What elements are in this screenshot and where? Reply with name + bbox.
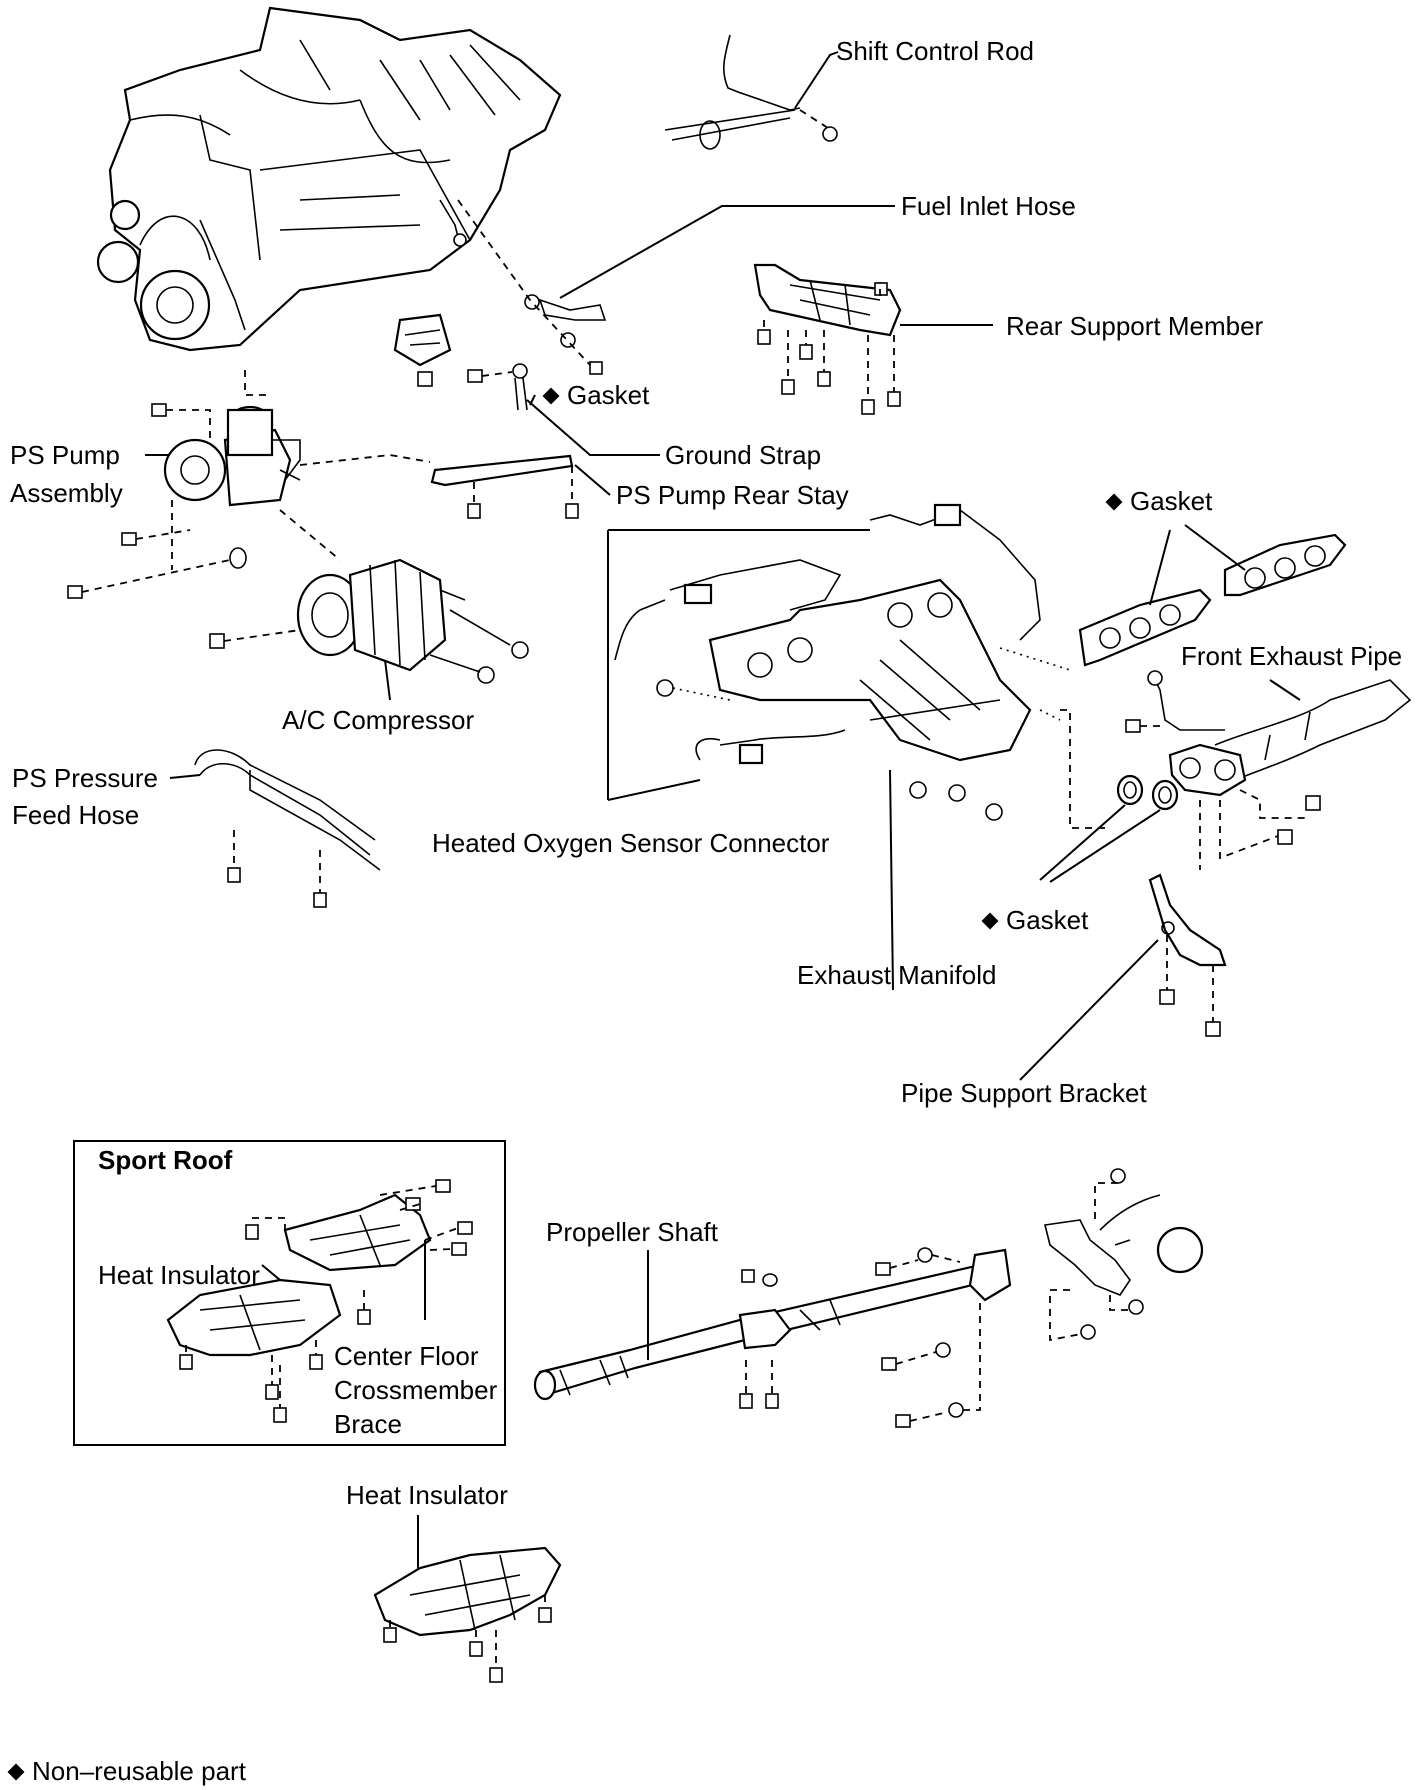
differential-bracket — [1044, 1168, 1204, 1342]
ps-pump-rear-stay — [430, 454, 611, 519]
front-exhaust-pipe-label: Front Exhaust Pipe — [1181, 641, 1403, 671]
rear-support-member-label: Rear Support Member — [1006, 311, 1264, 341]
heat-insulator — [373, 1515, 562, 1683]
ac-compressor — [209, 558, 529, 701]
center-floor-crossmember-brace-label-3: Brace — [334, 1409, 402, 1439]
gasket-exhaust-pipe-label: Gasket — [981, 907, 1088, 933]
sport-roof-parts — [166, 1179, 473, 1423]
exhaust-manifold-label: Exhaust Manifold — [797, 960, 997, 990]
non-reusable-icon — [7, 1763, 25, 1781]
ps-pump-assembly-label-1: PS Pump — [10, 440, 120, 470]
ps-pump-assembly-label-2: Assembly — [10, 478, 123, 508]
manifold-gasket — [1078, 524, 1347, 667]
ground-strap — [467, 363, 660, 456]
pipe-support-bracket — [1019, 873, 1227, 1081]
exhaust-manifold-assembly — [607, 503, 1110, 991]
sport-roof-title: Sport Roof — [98, 1145, 233, 1175]
propeller-shaft — [533, 1247, 1012, 1428]
fuel-inlet-hose — [457, 199, 895, 375]
ps-pump-rear-stay-label: PS Pump Rear Stay — [616, 480, 849, 510]
legend-non-reusable: Non–reusable part — [7, 1758, 246, 1784]
shift-control-rod — [664, 34, 839, 150]
ps-pump-assembly — [67, 370, 431, 599]
ac-compressor-label: A/C Compressor — [282, 705, 475, 735]
exhaust-pipe-gasket — [1039, 774, 1179, 883]
gasket-engine-label: Gasket — [542, 382, 649, 408]
center-floor-crossmember-brace-label-1: Center Floor — [334, 1341, 479, 1371]
fuel-inlet-hose-label: Fuel Inlet Hose — [901, 191, 1076, 221]
propeller-shaft-label: Propeller Shaft — [546, 1217, 718, 1247]
front-exhaust-pipe — [1125, 670, 1412, 870]
ps-pressure-feed-hose-label-2: Feed Hose — [12, 800, 140, 830]
pipe-support-bracket-label: Pipe Support Bracket — [901, 1078, 1147, 1108]
heated-oxygen-sensor-connector-label: Heated Oxygen Sensor Connector — [432, 828, 830, 858]
shift-control-rod-label: Shift Control Rod — [836, 36, 1034, 66]
non-reusable-icon — [981, 912, 999, 930]
heat-insulator-label: Heat Insulator — [346, 1480, 508, 1510]
leader-lines — [529, 394, 536, 406]
non-reusable-icon — [1105, 493, 1123, 511]
ground-strap-label: Ground Strap — [665, 440, 822, 470]
rear-support-member — [753, 263, 993, 415]
ps-pressure-feed-hose — [169, 749, 381, 908]
center-floor-crossmember-brace-label-2: Crossmember — [334, 1375, 498, 1405]
gasket-manifold-label: Gasket — [1105, 488, 1212, 514]
ps-pressure-feed-hose-label-1: PS Pressure — [12, 763, 158, 793]
non-reusable-icon — [542, 387, 560, 405]
sport-roof-inset — [73, 1140, 506, 1446]
engine-block — [96, 6, 562, 387]
sport-roof-heat-insulator-label: Heat Insulator — [98, 1260, 260, 1290]
